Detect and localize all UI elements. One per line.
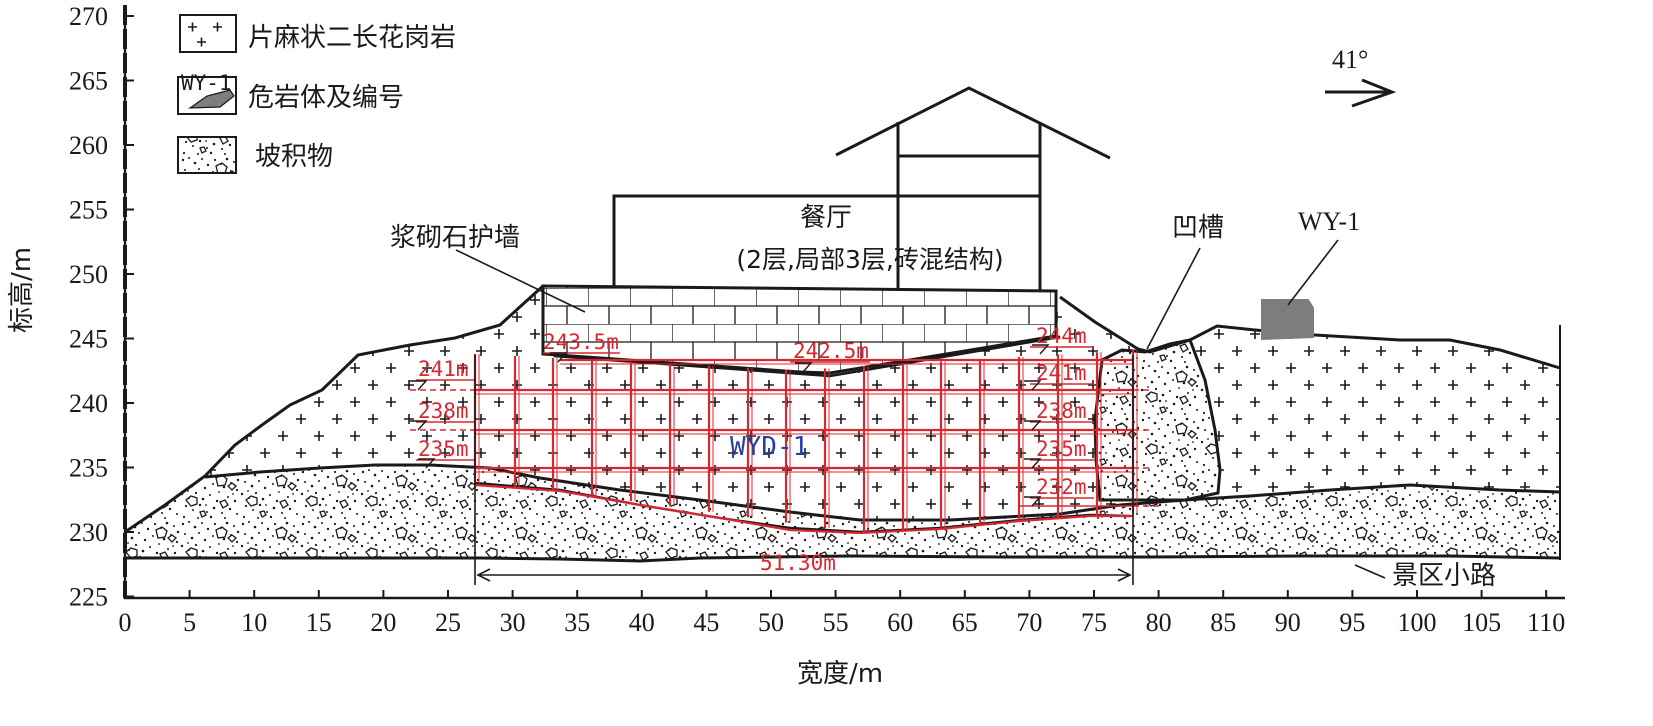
elevation-marker [410, 380, 428, 391]
legend-rock-mass-label: 危岩体及编号 [248, 83, 404, 113]
scenic-road-surface [125, 554, 1561, 563]
y-tick-label: 260 [69, 131, 108, 160]
legend: 片麻状二长花岗岩 WY-1 危岩体及编号 坡积物 [177, 14, 456, 174]
x-tick-label: 45 [693, 608, 719, 637]
dangerous-rock-wy1 [1261, 299, 1314, 341]
x-tick-label: 110 [1527, 608, 1565, 637]
width-dimension [474, 355, 1134, 585]
elevation-label: 235m [1036, 437, 1087, 461]
wall-label: 浆砌石护墙 [390, 223, 520, 253]
elevation-label: 242.5m [793, 339, 869, 363]
legend-granite-label: 片麻状二长花岗岩 [248, 23, 456, 53]
x-tick-label: 5 [183, 608, 196, 637]
x-tick-label: 50 [758, 608, 784, 637]
y-tick-label: 230 [69, 518, 108, 547]
legend-granite-swatch [179, 14, 237, 53]
x-tick-label: 30 [500, 608, 526, 637]
grid-bottom-beam [474, 483, 1133, 535]
colluvium-layer [125, 465, 1560, 560]
width-dimension-text: 51.30m [760, 551, 836, 575]
elevation-label: 235m [418, 437, 469, 461]
restaurant-building [612, 86, 1111, 290]
y-tick-label: 255 [69, 196, 108, 225]
north-angle-text: 41° [1332, 45, 1368, 74]
y-tick-label: 235 [69, 454, 108, 483]
y-tick-label: 250 [69, 260, 108, 289]
x-axis-title: 宽度/m [797, 659, 883, 689]
elevation-marker [550, 352, 568, 363]
x-tick-label: 0 [119, 608, 132, 637]
elevation-marker [1024, 420, 1042, 431]
legend-rock-mass-tag: WY-1 [181, 71, 232, 95]
elevation-label: 232m [1036, 475, 1087, 499]
elevation-marker [418, 458, 436, 469]
y-axis-ticks: 270 265 260 255 250 245 240 235 230 225 [69, 2, 134, 612]
building-description: (2层,局部3层,砖混结构) [736, 245, 1003, 274]
x-tick-label: 25 [435, 608, 461, 637]
x-tick-label: 65 [952, 608, 978, 637]
retaining-wall [541, 284, 1058, 375]
zone-id-label: WYD-1 [730, 432, 808, 462]
x-tick-label: 10 [241, 608, 267, 637]
x-tick-label: 105 [1462, 608, 1501, 637]
x-tick-label: 20 [370, 608, 396, 637]
x-tick-label: 75 [1081, 608, 1107, 637]
x-tick-label: 80 [1146, 608, 1172, 637]
elevation-marker [1024, 380, 1042, 391]
x-tick-label: 40 [629, 608, 655, 637]
road-label: 景区小路 [1392, 561, 1496, 591]
x-tick-label: 55 [823, 608, 849, 637]
x-tick-label: 35 [564, 608, 590, 637]
elevation-marker [795, 362, 813, 373]
x-tick-label: 95 [1339, 608, 1365, 637]
elevation-label: 241m [1036, 361, 1087, 385]
x-tick-label: 85 [1210, 608, 1236, 637]
elevation-marker [1024, 496, 1042, 507]
x-tick-label: 90 [1275, 608, 1301, 637]
groove-label: 凹槽 [1172, 213, 1224, 243]
y-tick-label: 245 [69, 325, 108, 354]
x-tick-label: 60 [887, 608, 913, 637]
elevation-label: 244m [1036, 324, 1087, 348]
elevation-marker [1024, 458, 1042, 469]
y-tick-label: 240 [69, 389, 108, 418]
x-tick-label: 100 [1398, 608, 1437, 637]
rock-id-label: WY-1 [1298, 207, 1360, 236]
elevation-marks: 241m 238m 235m 244m 241m 238m 235m 232m 243.5m 24… [410, 324, 1094, 507]
legend-colluvium-swatch [177, 136, 237, 174]
y-axis-title: 标高/m [7, 247, 37, 333]
x-tick-label: 70 [1016, 608, 1042, 637]
building-name: 餐厅 [800, 203, 852, 233]
elevation-label: 243.5m [543, 330, 619, 354]
elevation-marker [1032, 344, 1050, 355]
elevation-marker [410, 420, 428, 431]
legend-colluvium-label: 坡积物 [255, 142, 333, 172]
elevation-label: 238m [418, 399, 469, 423]
y-tick-label: 265 [69, 67, 108, 96]
y-tick-label: 225 [69, 583, 108, 612]
x-tick-label: 15 [306, 608, 332, 637]
x-axis-ticks: 0 5 10 15 20 25 30 35 40 45 50 55 60 65 70 75 80 85 90 95 10… [119, 590, 1565, 637]
elevation-label: 241m [418, 357, 469, 381]
north-arrow: 41° [1325, 45, 1397, 108]
y-tick-label: 270 [69, 2, 108, 31]
elevation-label: 238m [1036, 399, 1087, 423]
